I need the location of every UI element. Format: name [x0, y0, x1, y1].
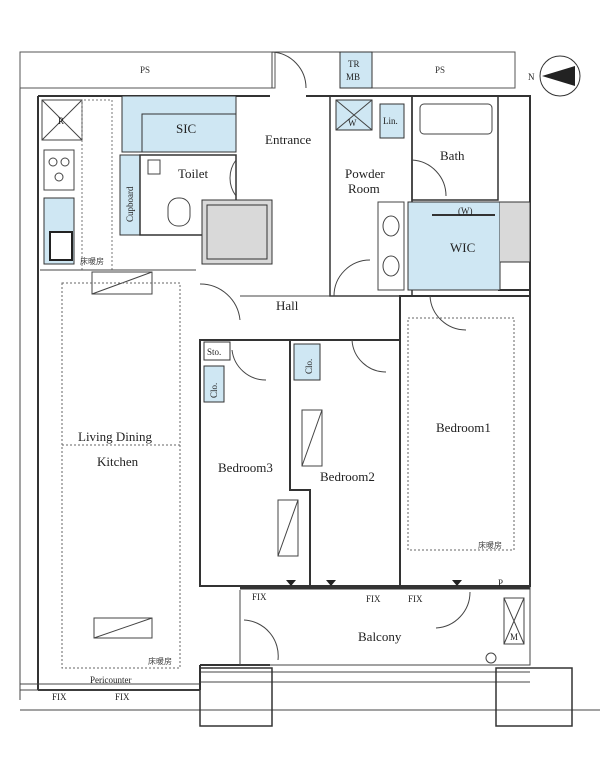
bedroom1 [399, 295, 531, 587]
meter-box-cross [503, 597, 525, 645]
ldk-label-line2: Kitchen [97, 454, 139, 469]
hall-label: Hall [276, 298, 299, 313]
fix-label-4: FIX [366, 594, 381, 604]
burner-icon [60, 157, 70, 167]
ldk-label-line1: Living Dining [78, 429, 153, 444]
fix-label-5: FIX [408, 594, 423, 604]
exterior-wall-east [498, 289, 531, 587]
compass-n-label: N [528, 72, 535, 82]
sic-inner [141, 113, 237, 153]
window-markers [286, 580, 462, 586]
powder-room-label-line2: Room [348, 181, 380, 196]
ps-left-label: PS [140, 65, 150, 75]
pipe-shaft-inner [206, 204, 268, 260]
bedroom2-door [351, 339, 387, 373]
bath-room [411, 95, 499, 201]
lin-label: Lin. [383, 116, 398, 126]
bedroom3 [199, 339, 311, 587]
ps-right-label: PS [435, 65, 445, 75]
meter-box [503, 597, 525, 645]
bedroom2-label: Bedroom2 [320, 469, 375, 484]
pipe-shaft [201, 199, 273, 265]
refrigerator-cross [41, 99, 83, 141]
kitchen-counter [81, 99, 113, 271]
toilet-room [139, 154, 237, 236]
tr-mb-box [339, 51, 373, 89]
clo-a-label: Clo. [209, 383, 219, 398]
bedroom1-label: Bedroom1 [436, 420, 491, 435]
toilet-door [229, 159, 237, 197]
drain-icon [485, 652, 497, 664]
bedroom3-aircon [277, 499, 299, 557]
ldk-aircon-diagonal [93, 617, 153, 639]
fix-label-2: FIX [115, 692, 130, 702]
bedroom2-aircon-diagonal [301, 409, 323, 467]
burner-icon [54, 172, 64, 182]
bath-label: Bath [440, 148, 465, 163]
p-label: P [498, 578, 503, 588]
bath-door [411, 159, 447, 197]
entrance-label: Entrance [265, 132, 311, 147]
toilet-bowl [167, 197, 191, 227]
balcony-boundary [239, 587, 531, 666]
powder-room-label-line1: Powder [345, 166, 385, 181]
mb-label: MB [346, 72, 360, 82]
washer-cross [335, 99, 373, 131]
cooktop [43, 149, 75, 191]
outdoor-unit-left [199, 667, 273, 727]
bedroom1-floor-heating-label: 床暖房 [478, 540, 502, 550]
balcony-label: Balcony [358, 629, 402, 644]
pericounter-label: Pericounter [90, 675, 131, 685]
sto-label: Sto. [207, 347, 221, 357]
clo-b-label: Clo. [304, 359, 314, 374]
bedroom3-door [231, 349, 267, 381]
balcony-window-door [435, 591, 471, 629]
sink [49, 231, 73, 261]
bedroom3-closet [203, 365, 225, 403]
outdoor-unit-right [495, 667, 573, 727]
tr-label: TR [348, 59, 360, 69]
powder-room-door [333, 259, 371, 297]
sic-label: SIC [176, 121, 196, 136]
ps-left-area [19, 51, 276, 89]
refrigerator-label: R [58, 116, 64, 126]
m-label: M [510, 632, 518, 642]
sink-basin [382, 255, 400, 277]
bathtub [419, 103, 493, 135]
entrance-door [271, 51, 307, 89]
bedroom1-door [429, 295, 467, 331]
sink-basin [382, 215, 400, 237]
fix-label-3: FIX [252, 592, 267, 602]
vanity [377, 201, 405, 291]
hand-wash [147, 159, 161, 175]
linen-closet [379, 103, 405, 139]
balcony-door [243, 619, 279, 661]
balcony-railing [20, 671, 600, 711]
bedroom1-floor-heating-zone [407, 317, 515, 551]
wic-label: WIC [450, 240, 475, 255]
fix-label-1: FIX [52, 692, 67, 702]
ldk-floor-heating-zone [61, 282, 181, 669]
bedroom3-aircon-diagonal [277, 499, 299, 557]
burner-icon [48, 157, 58, 167]
cupboard-label: Cupboard [125, 186, 135, 222]
pericounter [20, 683, 200, 691]
bedroom2-aircon [301, 409, 323, 467]
wic-w-label: (W) [458, 206, 473, 216]
bedroom3-label: Bedroom3 [218, 460, 273, 475]
wic-side-shaft [500, 201, 531, 263]
wic-closet [407, 201, 501, 291]
w-top-label: W [348, 118, 357, 128]
ldk-aircon-unit [93, 617, 153, 639]
ldk-floor-heating-label: 床暖房 [148, 656, 172, 666]
compass-icon: N [528, 55, 581, 97]
bedroom2-closet [293, 343, 321, 381]
toilet-label: Toilet [178, 166, 209, 181]
storage-box [203, 341, 231, 361]
kitchen-floor-heating-label: 床暖房 [80, 256, 104, 266]
ldk-door [199, 283, 241, 321]
